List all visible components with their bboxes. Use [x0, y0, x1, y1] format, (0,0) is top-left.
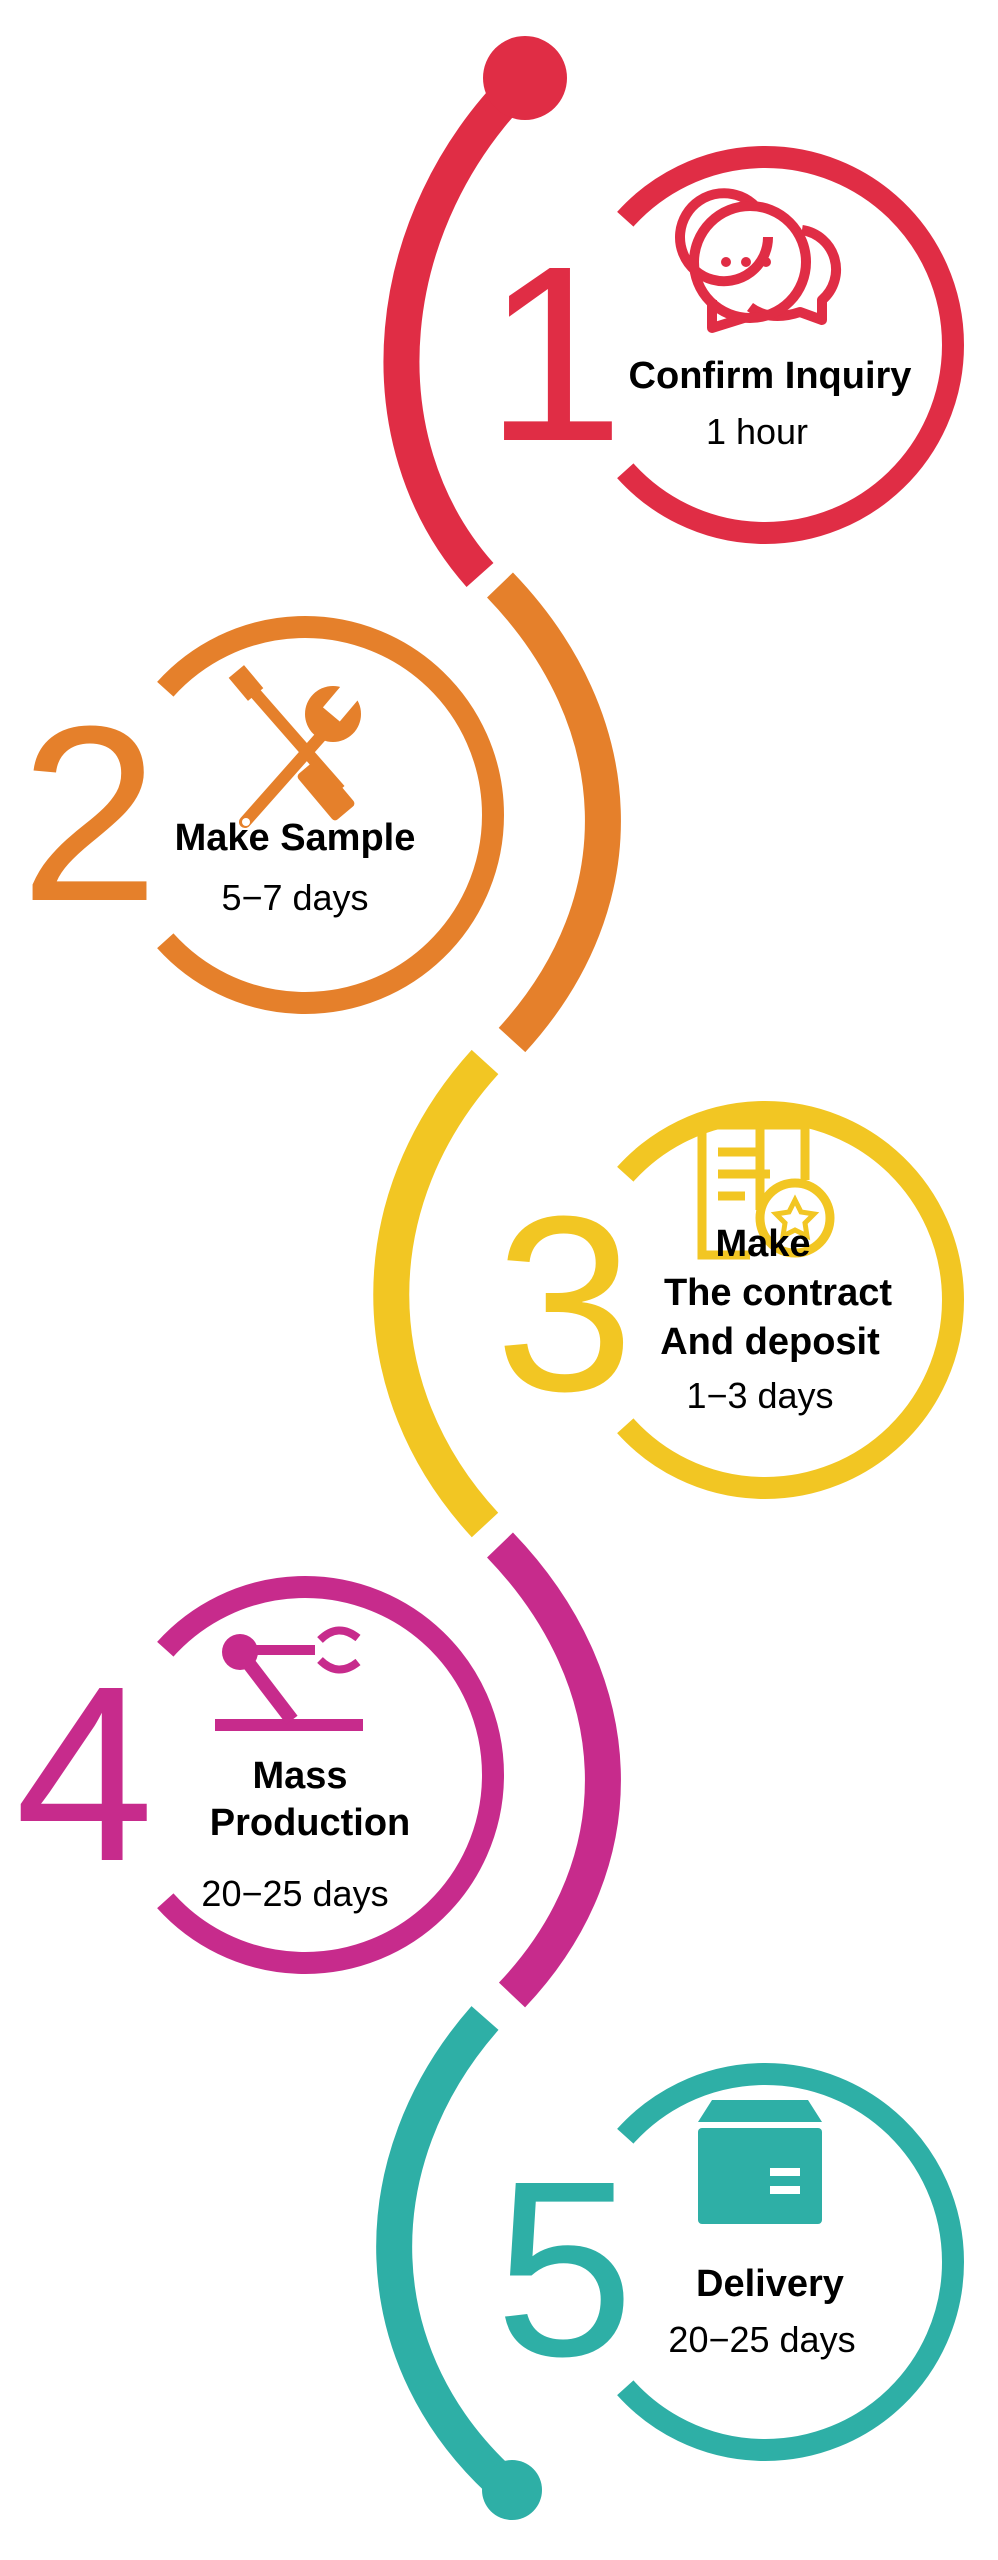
- wave-segment-3: [373, 1049, 499, 1538]
- step-number: 3: [495, 1164, 634, 1443]
- step-2-ring: [157, 616, 504, 1014]
- step-duration: 20−25 days: [201, 1873, 388, 1914]
- step-1: 1 Confirm Inquiry 1 hour: [485, 188, 912, 493]
- step-duration: 1 hour: [706, 411, 808, 452]
- wave-start-dot: [483, 36, 567, 120]
- step-1-ring: [617, 146, 964, 544]
- step-number: 1: [485, 214, 624, 493]
- step-number: 2: [20, 674, 159, 953]
- robot-arm-icon: [215, 1626, 363, 1731]
- step-title: Delivery: [696, 2263, 844, 2305]
- step-title: Confirm Inquiry: [629, 355, 912, 397]
- box-icon: [698, 2100, 822, 2224]
- wave-segment-1: [383, 67, 536, 587]
- wave-segment-4: [487, 1532, 621, 2008]
- step-title-line: The contract: [664, 1272, 892, 1314]
- step-3: 3 Make The contract And deposit 1−3 days: [495, 1120, 892, 1443]
- step-2: 2 Make Sample 5−7 days: [20, 665, 415, 953]
- wave-segment-5: [376, 2006, 522, 2504]
- step-title-line: And deposit: [660, 1321, 880, 1363]
- tools-icon: [228, 665, 361, 828]
- step-title: Make Sample: [175, 817, 416, 859]
- step-title-line: Production: [210, 1802, 411, 1844]
- step-3-ring: [617, 1101, 964, 1499]
- step-duration: 5−7 days: [221, 877, 368, 918]
- step-duration: 20−25 days: [668, 2319, 855, 2360]
- contract-icon: [697, 1120, 835, 1260]
- step-duration: 1−3 days: [686, 1375, 833, 1416]
- step-4: 4 Mass Production 20−25 days: [15, 1626, 411, 1914]
- wave-segment-2: [487, 572, 621, 1053]
- step-title-line: Make: [715, 1223, 810, 1265]
- step-5: 5 Delivery 20−25 days: [495, 2100, 856, 2408]
- step-5-ring: [617, 2063, 964, 2461]
- step-number: 4: [15, 1634, 154, 1913]
- wave-end-dot: [482, 2460, 542, 2520]
- step-number: 5: [495, 2129, 634, 2408]
- chat-bubbles-icon: [675, 188, 842, 333]
- step-4-ring: [157, 1576, 504, 1974]
- step-title-line: Mass: [252, 1755, 347, 1797]
